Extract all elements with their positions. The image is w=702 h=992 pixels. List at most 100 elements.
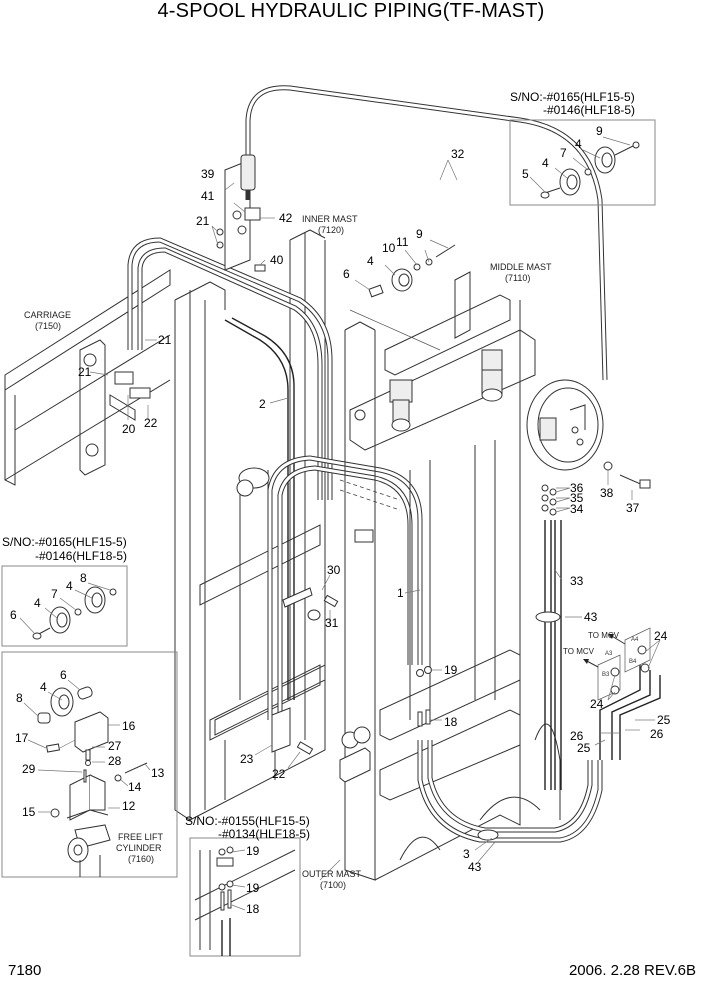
callout: 6 xyxy=(60,668,67,682)
callouts-inset-top-right: 9 4 7 4 5 xyxy=(522,124,603,181)
callout: 11 xyxy=(396,235,409,249)
callout: 7 xyxy=(560,146,567,160)
callout: 1 xyxy=(397,586,404,600)
inset-top-right xyxy=(509,119,656,206)
callout: 18 xyxy=(444,715,458,729)
callout: 4 xyxy=(34,596,41,610)
pipe-33 xyxy=(535,484,562,790)
carriage xyxy=(4,269,171,486)
callout: 16 xyxy=(122,719,136,733)
callout: 34 xyxy=(570,502,584,516)
callout: 8 xyxy=(16,691,23,705)
inset-left-bottom xyxy=(1,651,178,878)
callout: 4 xyxy=(40,680,47,694)
sheave-assembly xyxy=(526,379,651,489)
callout: 31 xyxy=(325,616,339,630)
callout: 13 xyxy=(151,766,165,780)
callout: 9 xyxy=(596,124,603,138)
callout: 25 xyxy=(657,713,671,727)
callout: 2 xyxy=(259,397,266,411)
callout: 19 xyxy=(246,881,260,895)
callout: 43 xyxy=(468,860,482,874)
callout: 23 xyxy=(240,752,254,766)
callout: 12 xyxy=(122,799,136,813)
carriage-hose xyxy=(127,237,333,500)
callout: 10 xyxy=(382,241,396,255)
sno-left-middle-1: S/NO:-#0165(HLF15-5) xyxy=(2,535,127,549)
inset-bottom-center xyxy=(189,837,301,957)
port-a3: A3 xyxy=(605,651,613,657)
middle-mast-label: MIDDLE MAST xyxy=(490,262,552,272)
to-mcv-lower: TO MCV xyxy=(563,647,595,656)
callout: 19 xyxy=(246,844,260,858)
callout: 26 xyxy=(570,729,584,743)
leader-lines xyxy=(19,136,661,911)
callout: 24 xyxy=(654,629,668,643)
callout: 15 xyxy=(22,805,36,819)
mcv-labels: TO MCV TO MCV A3 B3 A4 B4 xyxy=(563,631,639,678)
callout: 21 xyxy=(196,214,210,228)
inner-mast xyxy=(174,229,326,821)
page-title: 4-SPOOL HYDRAULIC PIPING(TF-MAST) xyxy=(157,0,545,22)
callout: 18 xyxy=(246,902,260,916)
callout: 14 xyxy=(128,780,142,794)
page-code: 7180 xyxy=(8,962,42,979)
port-a4: A4 xyxy=(631,637,639,643)
sno-top-right-2: -#0146(HLF18-5) xyxy=(543,103,635,117)
outer-mast-label: OUTER MAST xyxy=(302,869,362,879)
mcv-hose-loop xyxy=(417,627,661,843)
callout: 21 xyxy=(78,365,92,379)
inner-mast-code: (7120) xyxy=(318,225,344,235)
bracket-39 xyxy=(216,154,266,272)
callout: 4 xyxy=(542,156,549,170)
callout: 35 xyxy=(570,491,584,505)
callout: 21 xyxy=(158,333,172,347)
callout: 38 xyxy=(600,486,614,500)
hose-2 xyxy=(224,317,295,700)
callout: 4 xyxy=(367,254,374,268)
callouts-main: 32 39 41 21 4 2 40 9 11 10 4 6 21 21 20 2… xyxy=(78,147,671,874)
callout: 8 xyxy=(80,571,87,585)
callout: 17 xyxy=(15,731,29,745)
sno-left-middle-2: -#0146(HLF18-5) xyxy=(35,549,127,563)
serial-notes: S/NO:-#0165(HLF15-5) -#0146(HLF18-5) S/N… xyxy=(2,90,635,841)
callout: 43 xyxy=(584,610,598,624)
outer-mast-code: (7100) xyxy=(320,880,346,890)
callouts-inset-left-bottom: 6 4 8 16 17 27 28 29 13 14 12 15 xyxy=(15,668,165,819)
callouts-inset-left-middle: 8 4 7 4 6 xyxy=(10,571,87,622)
callout: 28 xyxy=(108,754,122,768)
callouts-inset-bottom-center: 19 19 18 xyxy=(246,844,260,916)
callout: 7 xyxy=(51,587,58,601)
middle-mast-code: (7110) xyxy=(505,273,530,283)
callout: 41 xyxy=(201,189,215,203)
loose-sheave-parts xyxy=(349,244,456,351)
callout: 5 xyxy=(522,167,529,181)
free-lift-code: (7160) xyxy=(128,854,154,864)
callout: 25 xyxy=(577,741,591,755)
date-revision: 2006. 2.28 REV.6B xyxy=(568,962,696,979)
free-lift-line2: CYLINDER xyxy=(116,843,162,853)
to-mcv-upper: TO MCV xyxy=(588,631,620,640)
callout: 3 xyxy=(463,847,470,861)
port-b4: B4 xyxy=(629,659,637,665)
middle-mast xyxy=(339,271,561,881)
misc-fittings xyxy=(271,587,432,755)
callout: 36 xyxy=(570,481,584,495)
callout: 33 xyxy=(570,574,584,588)
callout: 39 xyxy=(201,167,215,181)
assembly-labels: INNER MAST (7120) MIDDLE MAST (7110) OUT… xyxy=(24,214,552,890)
callout: 32 xyxy=(451,147,465,161)
callout: 9 xyxy=(416,227,423,241)
callout: 19 xyxy=(444,663,458,677)
callout: 4 xyxy=(66,579,73,593)
callout: 22 xyxy=(272,767,286,781)
callout: 6 xyxy=(343,267,350,281)
callout: 37 xyxy=(626,501,640,515)
callout: 26 xyxy=(650,727,664,741)
callout: 40 xyxy=(270,253,284,267)
callout: 6 xyxy=(10,608,17,622)
callout: 20 xyxy=(122,422,136,436)
callout: 27 xyxy=(108,739,122,753)
carriage-code: (7150) xyxy=(35,321,61,331)
